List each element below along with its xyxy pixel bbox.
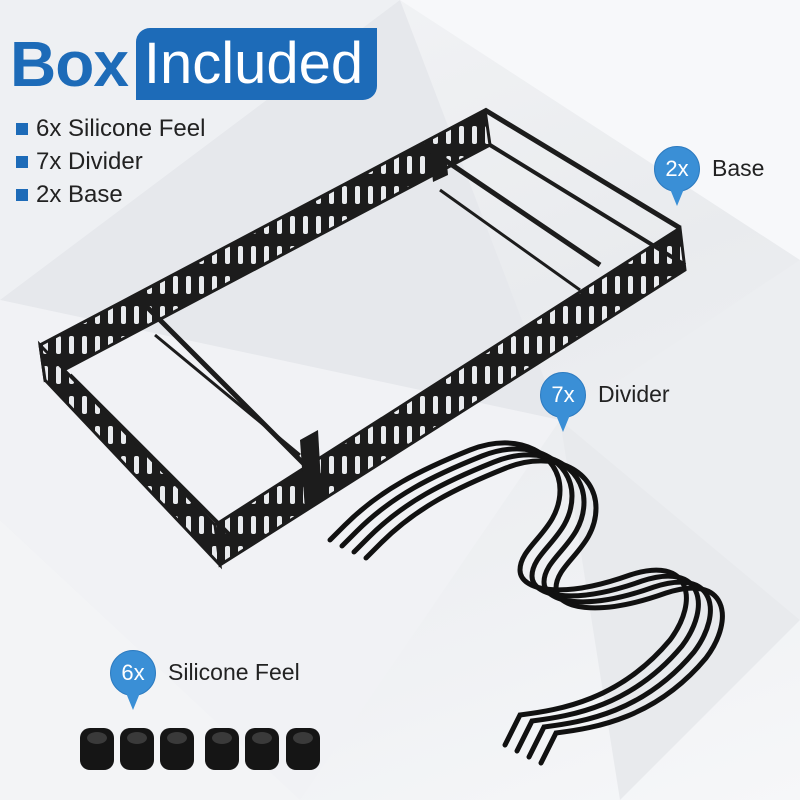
- callout-label: Base: [712, 154, 765, 181]
- silicone-feet-image: [80, 728, 320, 770]
- divider-wires-image: [327, 440, 725, 766]
- location-pin-icon: 6x: [110, 650, 156, 710]
- title-box-word: Box: [10, 28, 129, 100]
- callout-divider: 7x Divider: [540, 372, 670, 432]
- callout-label: Silicone Feel: [168, 658, 300, 685]
- location-pin-icon: 2x: [654, 146, 700, 206]
- title-included-word: Included: [135, 28, 378, 100]
- square-bullet-icon: [16, 122, 28, 135]
- silicone-foot: [286, 728, 320, 770]
- location-pin-icon: 7x: [540, 372, 586, 432]
- silicone-foot: [245, 728, 279, 770]
- list-item-text: 6x Silicone Feel: [36, 114, 206, 142]
- contents-list: 6x Silicone Feel 7x Divider 2x Base: [16, 112, 205, 211]
- list-item: 2x Base: [16, 178, 205, 211]
- callout-feet: 6x Silicone Feel: [110, 650, 300, 710]
- list-item: 7x Divider: [16, 145, 205, 178]
- list-item-text: 7x Divider: [36, 147, 143, 175]
- header-title: Box Included: [10, 28, 378, 100]
- silicone-foot: [120, 728, 154, 770]
- pin-qty: 2x: [654, 146, 700, 192]
- square-bullet-icon: [16, 188, 28, 201]
- silicone-foot: [80, 728, 114, 770]
- silicone-foot: [160, 728, 194, 770]
- list-item-text: 2x Base: [36, 180, 123, 208]
- base-rack-image: [37, 107, 687, 570]
- silicone-foot: [205, 728, 239, 770]
- list-item: 6x Silicone Feel: [16, 112, 205, 145]
- callout-base: 2x Base: [654, 146, 764, 206]
- square-bullet-icon: [16, 155, 28, 168]
- callout-label: Divider: [598, 380, 670, 407]
